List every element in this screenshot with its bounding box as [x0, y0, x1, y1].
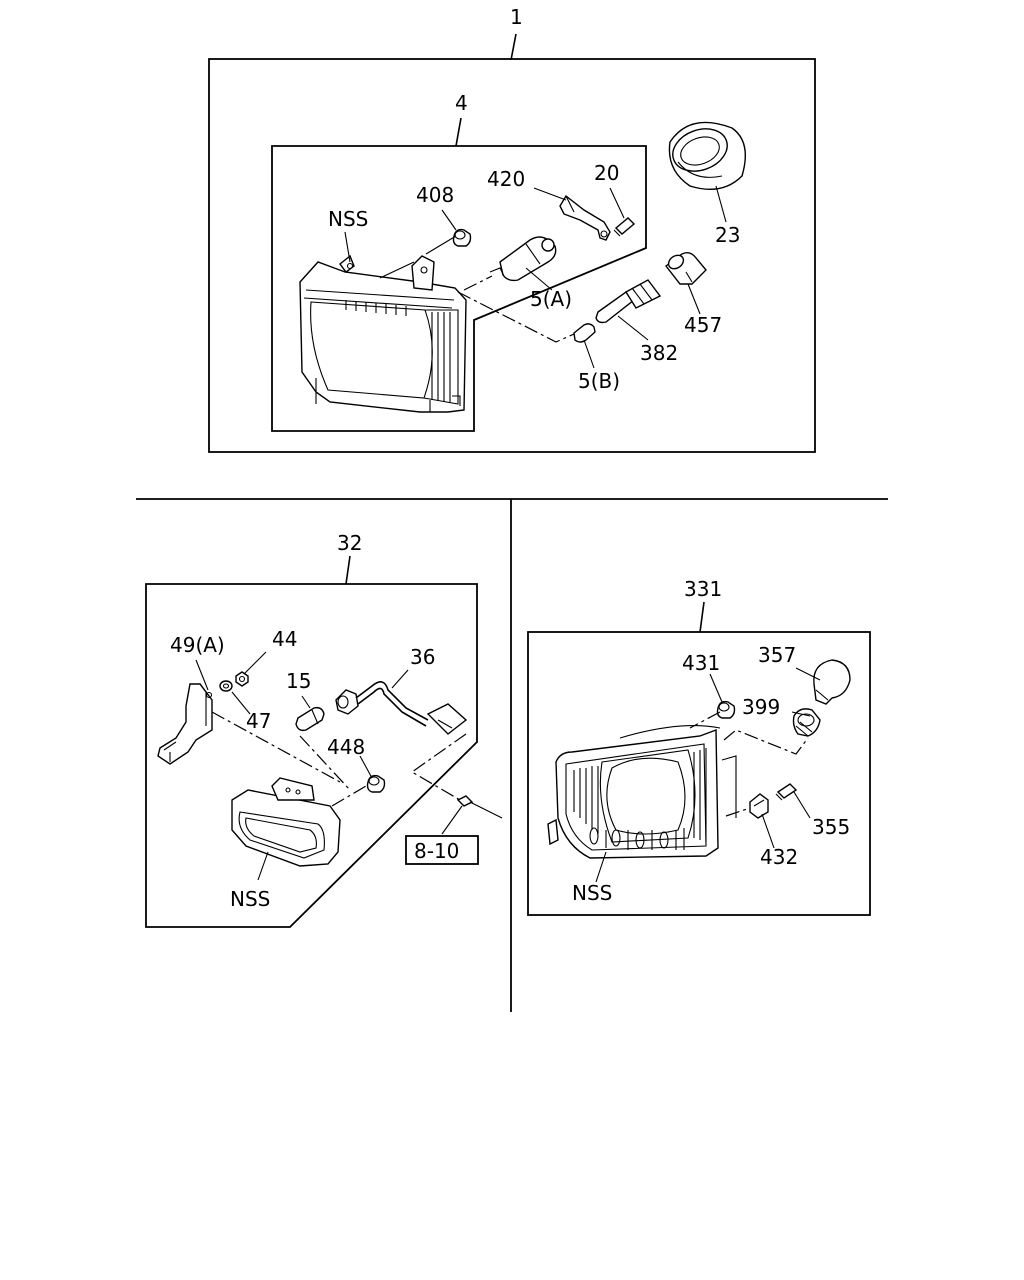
callout-399: 399	[742, 695, 780, 719]
callout-36: 36	[410, 645, 435, 669]
callout-47: 47	[246, 709, 271, 733]
frame-assembly-331	[527, 631, 871, 916]
callout-1: 1	[510, 5, 523, 29]
callout-4: 4	[455, 91, 468, 115]
callout-432: 432	[760, 845, 798, 869]
callout-23: 23	[715, 223, 740, 247]
group-headlamp-assembly: 1 4 NSS 408 420 20 23 5(A) 5(B) 382 457	[208, 5, 816, 453]
callout-457: 457	[684, 313, 722, 337]
screw-355	[775, 783, 798, 801]
callout-44: 44	[272, 627, 297, 651]
bulb-5b	[573, 323, 596, 343]
callout-ref-8-10: 8-10	[414, 839, 459, 863]
lamp-lens-pattern	[589, 827, 685, 850]
fog-lamp-unit	[231, 777, 341, 867]
leader-1	[510, 33, 517, 61]
callout-5b: 5(B)	[578, 369, 620, 393]
socket-382	[595, 279, 662, 324]
socket-399	[792, 708, 821, 737]
grommet-408	[452, 228, 472, 247]
frame-subassembly-4	[271, 145, 647, 432]
callout-382: 382	[640, 341, 678, 365]
callout-5a: 5(A)	[530, 287, 572, 311]
callout-408: 408	[416, 183, 454, 207]
nut-44	[235, 671, 249, 687]
callout-32: 32	[337, 531, 362, 555]
callout-20: 20	[594, 161, 619, 185]
callout-nss-left: NSS	[230, 887, 270, 911]
callout-355: 355	[812, 815, 850, 839]
bulb-15	[295, 706, 325, 732]
leader-32	[345, 555, 351, 585]
callout-49a: 49(A)	[170, 633, 225, 657]
grommet-448	[366, 774, 386, 793]
headlamp-unit	[299, 254, 467, 413]
leaders-group-32	[195, 651, 467, 881]
callout-15: 15	[286, 669, 311, 693]
callout-nss-right: NSS	[572, 881, 612, 905]
cap-457	[665, 251, 707, 285]
leaders-group-331	[595, 667, 821, 883]
screw-20	[613, 217, 636, 237]
group-fog-lamp-assembly: 8-10 32 49(A) 44 47 15 36 448 NSS	[145, 531, 503, 928]
bulb-357	[813, 659, 851, 705]
callout-420: 420	[487, 167, 525, 191]
bulb-5a	[489, 236, 557, 282]
connector-8-10	[456, 795, 503, 819]
socket-432	[749, 793, 769, 819]
leaders-group-1	[344, 185, 727, 369]
group-corner-lamp-assembly: 331 357 431 399 355 432 NSS	[527, 577, 871, 916]
callout-331: 331	[684, 577, 722, 601]
leader-4	[455, 117, 462, 147]
washer-47	[219, 680, 233, 692]
bracket-49a	[157, 683, 213, 765]
ring-23	[668, 121, 746, 190]
callout-357: 357	[758, 643, 796, 667]
reference-box-8-10	[405, 835, 479, 865]
callout-nss-top: NSS	[328, 207, 368, 231]
harness-36	[335, 681, 468, 735]
leader-331	[699, 601, 705, 633]
corner-lamp-unit	[547, 725, 737, 859]
frame-assembly-32	[145, 583, 478, 928]
callout-448: 448	[327, 735, 365, 759]
grommet-431	[716, 700, 736, 719]
frame-assembly-1	[208, 58, 816, 453]
bracket-420	[559, 194, 611, 241]
callout-431: 431	[682, 651, 720, 675]
